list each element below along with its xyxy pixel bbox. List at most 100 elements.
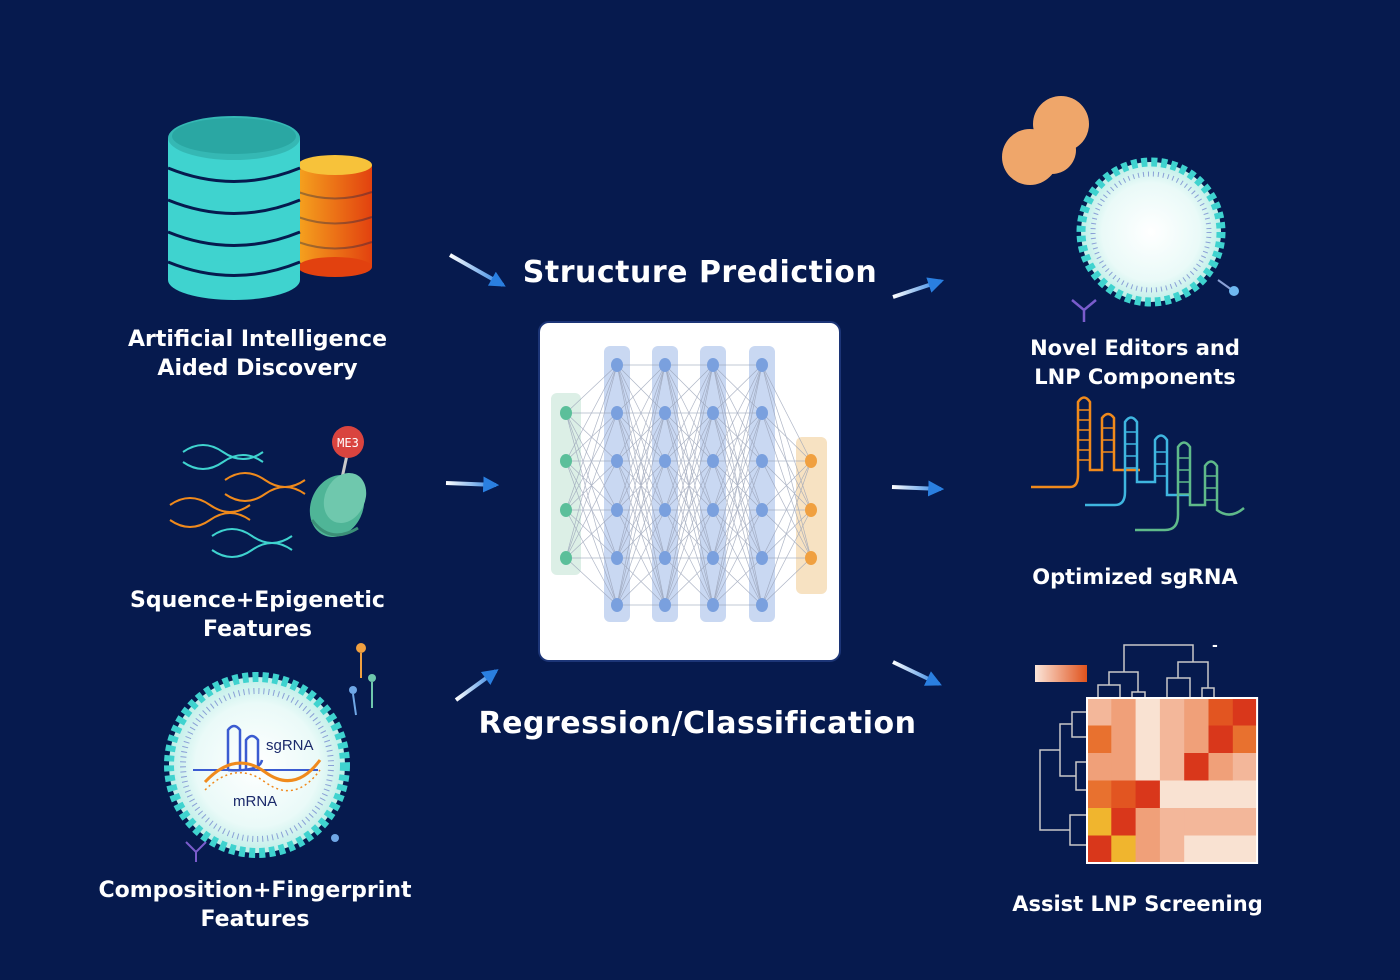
dna-helix-icon <box>169 444 306 558</box>
heatmap-cell <box>1135 725 1161 754</box>
nn-node <box>659 406 671 420</box>
ai-discovery-label: Artificial Intelligence Aided Discovery <box>100 325 415 383</box>
heatmap-cell <box>1135 780 1161 809</box>
nn-node <box>611 454 623 468</box>
heatmap-cell <box>1135 753 1161 781</box>
sequence-features-line-1: Squence+Epigenetic <box>130 588 385 613</box>
nn-node <box>611 598 623 612</box>
nn-edge <box>761 557 812 606</box>
heatmap-cell <box>1111 780 1137 809</box>
dendrogram-side <box>1039 711 1087 846</box>
nn-node <box>560 406 572 420</box>
heatmap-cell <box>1159 698 1185 726</box>
nn-edge <box>616 364 666 606</box>
nn-edge <box>565 460 618 559</box>
nn-node <box>659 358 671 372</box>
heatmap-cell <box>1208 835 1234 864</box>
regression-classification-title: Regression/Classification <box>470 706 925 741</box>
nn-edge <box>616 460 666 606</box>
arrow-seq-to-nn <box>445 476 500 493</box>
editor-lnp-icon <box>1002 96 1239 322</box>
heatmap-cell <box>1159 808 1185 836</box>
orange-database-icon <box>297 155 373 277</box>
nn-edge <box>664 412 714 606</box>
nn-node <box>805 503 817 517</box>
heatmap-cell <box>1208 753 1234 781</box>
lnp-mrna-label: mRNA <box>233 793 277 810</box>
heatmap-scale-mark: - <box>1212 638 1218 654</box>
sgrna-structure-icon <box>1031 396 1245 532</box>
nn-layer-hidden-4 <box>749 346 775 622</box>
heatmap-cell <box>1232 835 1258 864</box>
heatmap-cell <box>1111 753 1137 781</box>
nn-node <box>611 358 623 372</box>
heatmap-cell <box>1232 808 1258 836</box>
nn-edge <box>761 412 812 462</box>
composition-features-line-1: Composition+Fingerprint <box>98 878 412 903</box>
nucleosome-icon <box>309 454 367 538</box>
nn-edge <box>664 364 714 462</box>
nn-node <box>805 551 817 565</box>
antibody-icon <box>1071 299 1097 322</box>
nn-edge <box>712 557 763 606</box>
nn-edge <box>565 557 618 606</box>
novel-editors-line-1: Novel Editors and <box>1030 336 1240 360</box>
flow-arrows <box>445 253 945 702</box>
heatmap-cell <box>1184 808 1209 836</box>
heatmap-cell <box>1159 780 1185 809</box>
nn-node <box>707 551 719 565</box>
ligand-dot-icon <box>1229 286 1239 296</box>
nn-edge <box>712 364 763 606</box>
heatmap-cell <box>1087 698 1112 726</box>
composition-features-line-2: Features <box>200 907 310 932</box>
dendrogram-top <box>1097 644 1215 700</box>
nn-edge <box>712 364 763 462</box>
heatmap-cell <box>1111 725 1137 754</box>
nn-edge <box>664 364 714 414</box>
antibody-icon <box>185 841 207 862</box>
nn-node <box>707 406 719 420</box>
heatmap-cell <box>1087 753 1112 781</box>
nn-edge <box>565 364 618 511</box>
neural-network-icon <box>538 321 841 662</box>
arrow-ai-to-nn <box>449 253 506 287</box>
nn-node <box>659 503 671 517</box>
arrow-nn-to-screening <box>892 660 942 686</box>
nn-edge <box>664 364 714 606</box>
lnp-composition-icon: sgRNA mRNA <box>164 643 376 862</box>
nn-edge <box>712 460 763 606</box>
nn-edge <box>565 364 618 559</box>
nn-node <box>611 406 623 420</box>
heatmap-color-scale <box>1035 665 1087 682</box>
ligand-dot-icon <box>331 834 339 842</box>
nn-node <box>707 358 719 372</box>
regression-classification-text: Regression/Classification <box>478 706 917 741</box>
heatmap-cell <box>1135 698 1161 726</box>
nn-node <box>560 503 572 517</box>
nn-node <box>560 454 572 468</box>
optimized-sgrna-label: Optimized sgRNA <box>1000 563 1270 592</box>
structure-prediction-title: Structure Prediction <box>520 255 880 290</box>
nn-edge <box>761 460 812 511</box>
nn-edge <box>712 412 763 606</box>
structure-prediction-text: Structure Prediction <box>522 255 878 290</box>
heatmap-cell <box>1208 780 1234 809</box>
arrow-nn-to-editors <box>892 277 945 299</box>
composition-features-label: Composition+Fingerprint Features <box>75 876 435 934</box>
nn-edge <box>664 364 714 559</box>
nn-node <box>756 454 768 468</box>
sequence-features-label: Squence+Epigenetic Features <box>100 586 415 644</box>
optimized-sgrna-text: Optimized sgRNA <box>1032 565 1238 589</box>
heatmap-cell <box>1087 835 1112 864</box>
lnp-screening-text: Assist LNP Screening <box>1012 892 1263 916</box>
nn-edge <box>712 364 763 559</box>
heatmap-cell <box>1135 808 1161 836</box>
nn-edge <box>761 509 812 606</box>
nn-edge <box>761 460 812 606</box>
nn-edge <box>616 509 666 606</box>
nn-node <box>756 551 768 565</box>
heatmap-cell <box>1087 808 1112 836</box>
nn-edge <box>761 412 812 511</box>
nn-node <box>707 503 719 517</box>
nn-edge <box>664 460 714 606</box>
